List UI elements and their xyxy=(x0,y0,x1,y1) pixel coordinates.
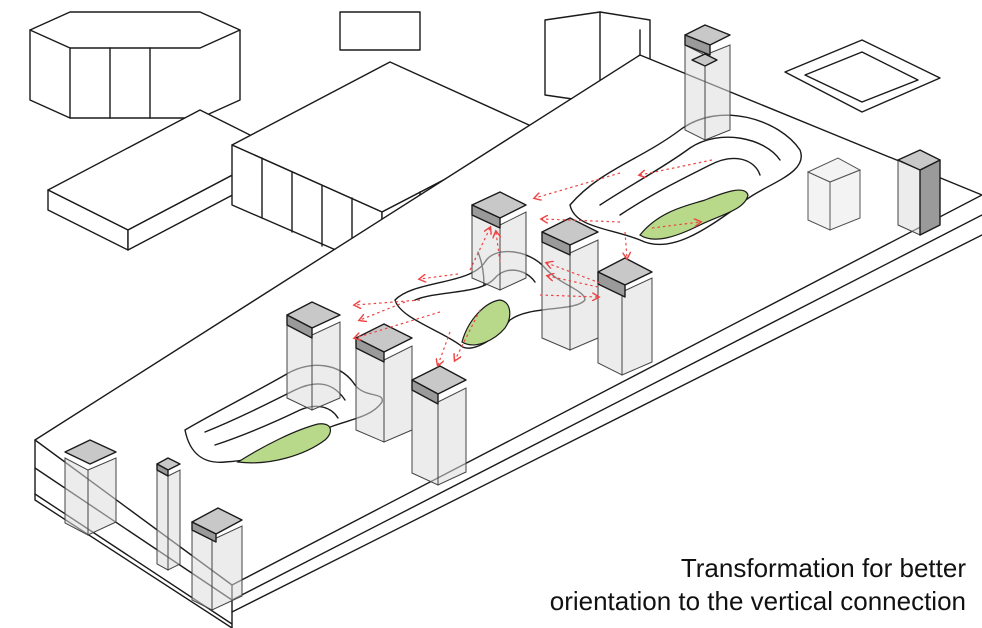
vertical-core xyxy=(684,24,731,141)
caption-line-2: orientation to the vertical connection xyxy=(549,586,966,616)
connection-arrow xyxy=(625,231,627,258)
vertical-core xyxy=(355,323,413,443)
vertical-core xyxy=(597,257,653,376)
vertical-core xyxy=(286,301,341,411)
vertical-core xyxy=(411,365,467,486)
connection-arrow xyxy=(355,311,441,338)
connection-arrow xyxy=(360,301,406,320)
diagram-caption: Transformation for better orientation to… xyxy=(550,552,966,618)
vertical-core xyxy=(897,149,941,236)
vertical-core xyxy=(806,157,862,231)
connection-arrow xyxy=(651,222,700,229)
green-patch-middle xyxy=(461,299,511,346)
connection-arrow xyxy=(469,228,490,271)
connection-arrow xyxy=(455,309,481,360)
connection-arrow xyxy=(438,331,451,365)
building-left-wing xyxy=(29,11,241,119)
courtyard-opening xyxy=(784,39,941,113)
connection-arrow xyxy=(539,295,598,297)
connection-arrow xyxy=(420,273,459,279)
connection-arrow xyxy=(640,159,713,175)
void-right xyxy=(569,114,802,246)
connection-arrow xyxy=(535,172,621,198)
vertical-core xyxy=(471,191,527,291)
caption-line-1: Transformation for better xyxy=(680,553,966,583)
vertical-core xyxy=(191,507,243,611)
vertical-cores xyxy=(64,24,941,611)
green-patch-left xyxy=(236,423,332,464)
connection-arrow xyxy=(542,219,621,222)
vertical-core xyxy=(156,457,181,571)
connection-arrows xyxy=(355,159,713,365)
green-patch-right xyxy=(639,189,749,240)
vertical-core xyxy=(64,439,117,536)
connection-arrow xyxy=(547,263,601,284)
slab-layer-lines xyxy=(34,439,233,628)
